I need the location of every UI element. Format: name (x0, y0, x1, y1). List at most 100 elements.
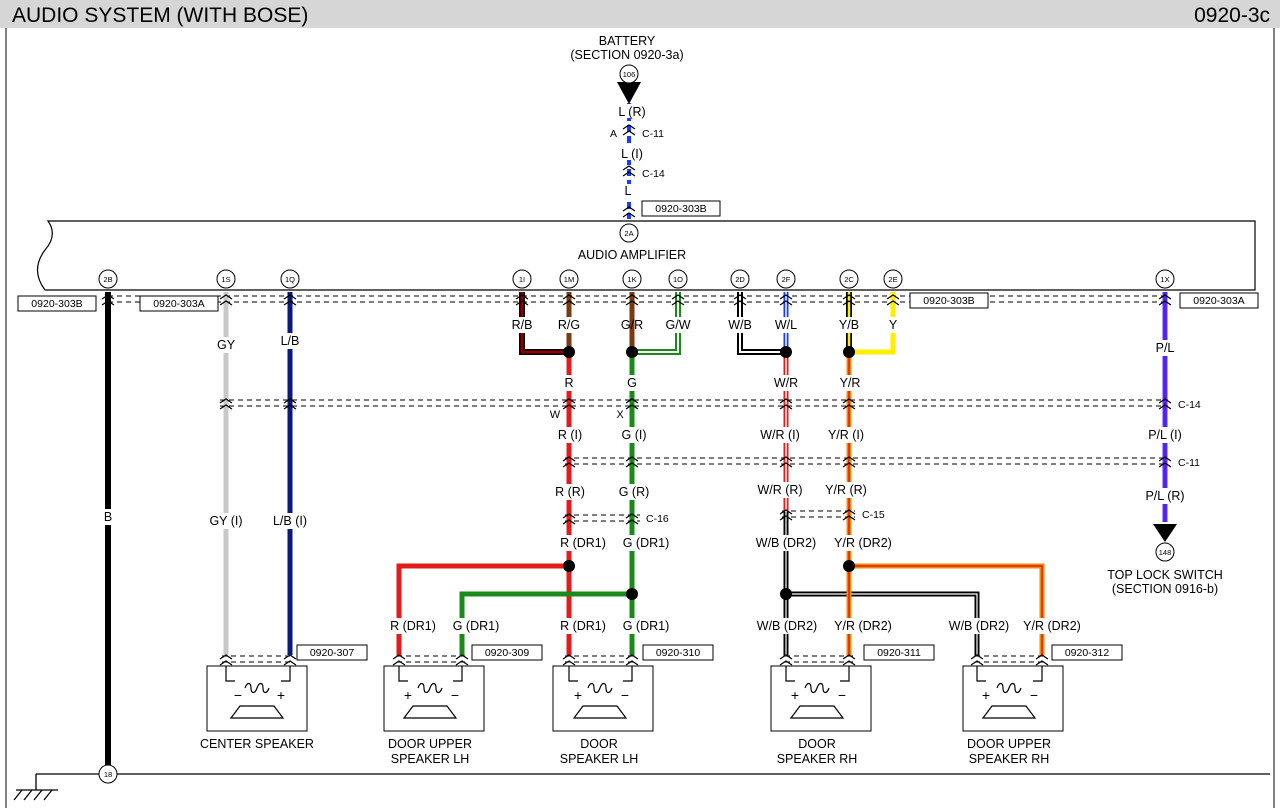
connector-311: 0920-311 (877, 647, 921, 659)
connector-c11-top: C-11 (642, 128, 664, 140)
durh-plus: + (982, 687, 990, 703)
wire-battery-lr: L (R) (618, 105, 645, 119)
wire-wb-dr2-main: W/B (DR2) (756, 536, 816, 550)
wire-g-i: G (I) (622, 428, 647, 442)
connector-c14-top: C-14 (642, 168, 665, 180)
connector-303a-right: 0920-303A (1193, 295, 1244, 307)
dulh-plus: + (404, 687, 412, 703)
wire-label-backdrops (96, 317, 1190, 634)
battery-label: BATTERY (599, 34, 656, 48)
terminal-1x: 1X (1160, 275, 1169, 284)
frame (5, 28, 1275, 808)
wire-yr-r: Y/R (R) (825, 483, 867, 497)
wire-lb: L/B (281, 334, 300, 348)
terminal-2a: 2A (624, 229, 633, 238)
terminal-1s: 1S (221, 275, 230, 284)
wire-wb-dr2-upper-rh: W/B (DR2) (949, 619, 1009, 633)
terminal-2e: 2E (888, 275, 897, 284)
wires (105, 292, 1177, 766)
wire-wr-i: W/R (I) (760, 428, 800, 442)
terminal-2f: 2F (782, 275, 791, 284)
ground-bus (13, 773, 1270, 801)
durh-minus: − (1030, 687, 1038, 703)
terminal-1q: 1Q (285, 275, 295, 284)
wire-yr: Y/R (840, 376, 861, 390)
door-upper-rh-label-2: SPEAKER RH (969, 752, 1050, 766)
door-rh-label-2: SPEAKER RH (777, 752, 858, 766)
wire-g-r: G (R) (619, 485, 650, 499)
connector-307: 0920-307 (310, 647, 355, 659)
dlh-plus: + (574, 687, 582, 703)
page-title: AUDIO SYSTEM (WITH BOSE) (12, 4, 309, 27)
terminal-2d: 2D (735, 275, 745, 284)
door-upper-rh-label-1: DOOR UPPER (967, 737, 1051, 751)
harness-lines (108, 295, 1168, 663)
wire-r-dr1-lh: R (DR1) (560, 619, 606, 633)
wire-y: Y (889, 318, 898, 332)
wire-r-r: R (R) (555, 485, 585, 499)
wire-yb: Y/B (839, 318, 859, 332)
wire-wb: W/B (728, 318, 752, 332)
connector-marks (101, 124, 1172, 666)
door-rh-label-1: DOOR (798, 737, 836, 751)
wire-pl: P/L (1156, 341, 1175, 355)
pin-w: W (550, 409, 561, 421)
connector-303b-top: 0920-303B (655, 203, 706, 215)
dlh-minus: − (621, 687, 629, 703)
wire-wl: W/L (775, 318, 797, 332)
wire-r-dr1-upper-lh: R (DR1) (390, 619, 436, 633)
splice-dots (563, 346, 855, 600)
wire-yr-dr2-rh: Y/R (DR2) (834, 619, 892, 633)
wire-yr-dr2-main: Y/R (DR2) (834, 536, 892, 550)
connector-c15: C-15 (862, 509, 885, 521)
top-lock-switch-label: TOP LOCK SWITCH (1107, 568, 1223, 582)
wire-gy: GY (217, 338, 236, 352)
center-plus: + (277, 687, 285, 703)
wire-gr: G/R (621, 318, 643, 332)
wire-g-dr1-main: G (DR1) (623, 536, 670, 550)
wire-wr-r: W/R (R) (757, 483, 802, 497)
terminal-106: 106 (623, 70, 636, 79)
terminal-1i: 1I (519, 275, 525, 284)
drh-minus: − (838, 687, 846, 703)
connector-312: 0920-312 (1065, 647, 1110, 659)
connector-303a-left: 0920-303A (153, 298, 204, 310)
wire-wr: W/R (774, 376, 798, 390)
wire-rg: R/G (558, 318, 580, 332)
connector-boxes (17, 200, 1259, 661)
wire-battery-li: L (I) (621, 147, 643, 161)
wire-pl-i: P/L (I) (1148, 428, 1182, 442)
connector-309: 0920-309 (485, 647, 530, 659)
speaker-symbols (225, 666, 1043, 719)
connector-a: A (610, 128, 617, 140)
terminal-2b: 2B (103, 275, 112, 284)
pin-x: X (616, 409, 624, 421)
connector-c16: C-16 (646, 513, 669, 525)
battery-section: (SECTION 0920-3a) (570, 48, 683, 62)
top-lock-switch-section: (SECTION 0916-b) (1112, 582, 1218, 596)
wire-yr-i: Y/R (I) (828, 428, 864, 442)
wire-wb-dr2-rh: W/B (DR2) (757, 619, 817, 633)
wire-battery-l: L (625, 184, 632, 198)
amplifier-label: AUDIO AMPLIFIER (578, 248, 686, 262)
door-lh-label-2: SPEAKER LH (560, 752, 639, 766)
wire-pl-r: P/L (R) (1145, 489, 1184, 503)
wire-g-dr1-upper-lh: G (DR1) (453, 619, 500, 633)
speaker-boxes (206, 665, 1064, 732)
door-lh-label-1: DOOR (580, 737, 618, 751)
wire-r-dr1-main: R (DR1) (560, 536, 606, 550)
terminal-circles (98, 64, 1175, 784)
terminal-2c: 2C (844, 275, 854, 284)
drh-plus: + (791, 687, 799, 703)
connector-303b-right: 0920-303B (923, 295, 974, 307)
wire-lb-i: L/B (I) (273, 514, 307, 528)
wire-g-dr1-lh: G (DR1) (623, 619, 670, 633)
terminal-1m: 1M (564, 275, 574, 284)
wire-gy-i: GY (I) (209, 514, 242, 528)
wire-rb: R/B (512, 318, 533, 332)
wire-g: G (627, 376, 637, 390)
terminal-1o: 1O (673, 275, 683, 284)
wire-r-i: R (I) (558, 428, 582, 442)
connector-303b-left: 0920-303B (31, 298, 82, 310)
wire-r: R (564, 376, 573, 390)
